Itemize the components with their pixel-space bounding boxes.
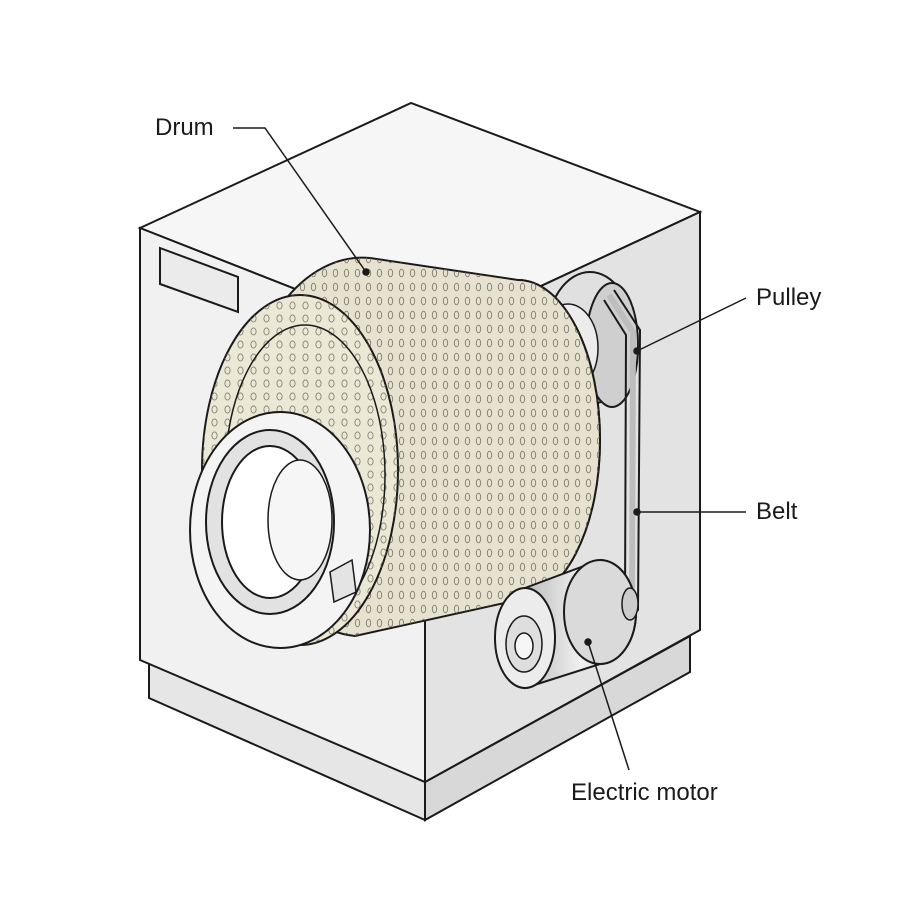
motor-leader	[587, 641, 630, 771]
label-belt: Belt	[756, 498, 798, 525]
leader-lines	[233, 127, 747, 771]
electric-motor	[494, 558, 639, 690]
label-drum: Drum	[155, 114, 214, 141]
label-pulley: Pulley	[756, 284, 822, 311]
door-porthole	[189, 411, 371, 649]
pulley-leader	[636, 297, 747, 352]
label-electric-motor: Electric motor	[571, 779, 718, 806]
control-panel	[159, 246, 239, 314]
drum-leader	[233, 127, 367, 273]
